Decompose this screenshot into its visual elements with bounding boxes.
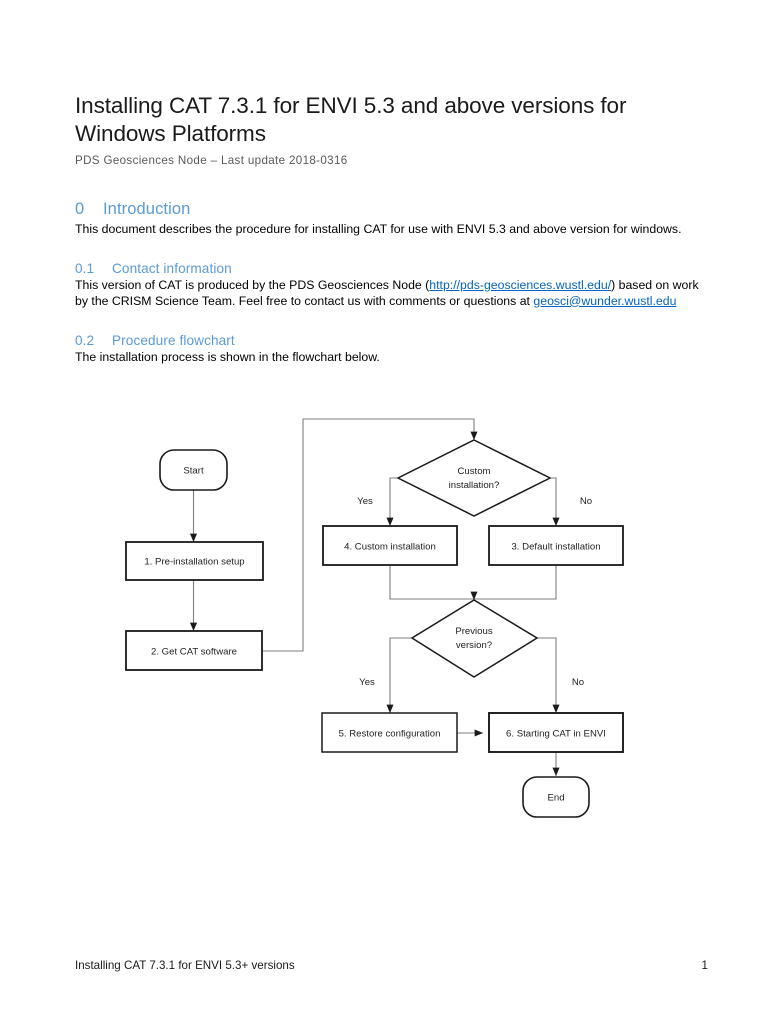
flow-node-decision2-line1: Previous [455,626,493,637]
connector-decision1-yes-to-step4 [386,477,398,527]
flow-node-step1-label: 1. Pre-installation setup [144,557,244,568]
branch-label-decision2-no: No [572,677,584,688]
connector-decision2-yes-to-step5 [386,637,412,714]
flow-node-decision2-line2: version? [456,640,492,651]
document-subtitle: PDS Geosciences Node – Last update 2018-… [75,153,348,167]
contact-text-before-link: This version of CAT is produced by the P… [75,277,430,292]
flow-node-step2-label: 2. Get CAT software [151,647,237,658]
section-number-0-2: 0.2 [75,332,95,348]
email-link[interactable]: geosci@wunder.wustl.edu [533,293,677,308]
flow-node-decision-previous-version: Previous version? [410,599,539,678]
footer-page-number: 1 [701,959,708,972]
flow-node-start: Start [159,449,228,491]
flow-node-step6-label: 6. Starting CAT in ENVI [506,729,606,740]
footer-left-text: Installing CAT 7.3.1 for ENVI 5.3+ versi… [75,959,295,972]
flow-node-start-label: Start [183,466,204,477]
branch-label-decision1-yes: Yes [357,496,373,507]
contact-paragraph: This version of CAT is produced by the P… [75,278,705,310]
page-footer: Installing CAT 7.3.1 for ENVI 5.3+ versi… [75,959,708,972]
branch-label-decision1-no: No [580,496,592,507]
intro-paragraph: This document describes the procedure fo… [75,221,682,236]
contact-text-after-link: ) based on work by the CRISM Science Tea… [75,277,699,308]
document-body: Installing CAT 7.3.1 for ENVI 5.3 and ab… [75,0,705,366]
flow-node-step4: 4. Custom installation [322,525,458,566]
connector-step3-to-join [474,565,557,600]
section-heading-procedure-flowchart: 0.2 Procedure flowchart [75,333,705,348]
flow-node-step6: 6. Starting CAT in ENVI [488,712,624,753]
section-title-0-2: Procedure flowchart [112,332,235,348]
flow-node-step3-label: 3. Default installation [511,542,600,553]
flowchart-intro-paragraph: The installation process is shown in the… [75,349,380,364]
connector-step2-to-decision1 [262,418,478,652]
flow-node-step4-label: 4. Custom installation [344,542,436,553]
procedure-flowchart: Start 1. Pre-installation setup 2. Get C… [0,400,768,840]
section-heading-introduction: 0 Introduction [75,200,705,219]
branch-label-decision2-yes: Yes [359,677,375,688]
flow-node-decision1-line2: installation? [449,480,500,491]
section-title-0-1: Contact information [112,260,232,276]
flow-node-decision1-line1: Custom [457,466,490,477]
flow-node-step5-label: 5. Restore configuration [339,729,441,740]
section-number-0: 0 [75,199,85,218]
flow-node-step5: 5. Restore configuration [321,712,458,753]
flow-node-end: End [522,776,590,818]
section-title-0: Introduction [103,199,191,218]
pds-geosciences-link[interactable]: http://pds-geosciences.wustl.edu/ [429,277,612,292]
connector-decision1-no-to-step3 [550,477,560,527]
section-number-0-1: 0.1 [75,260,95,276]
flow-node-decision-custom-installation: Custom installation? [396,439,552,517]
flow-node-end-label: End [547,793,564,804]
flow-node-step3: 3. Default installation [488,525,624,566]
page-title: Installing CAT 7.3.1 for ENVI 5.3 and ab… [75,93,627,147]
flow-node-step2: 2. Get CAT software [125,630,263,671]
connector-step4-to-join [389,565,474,600]
connector-decision2-no-to-step6 [537,637,560,714]
flow-connectors [189,418,560,777]
flow-node-step1: 1. Pre-installation setup [125,541,264,581]
section-heading-contact-information: 0.1 Contact information [75,261,705,276]
